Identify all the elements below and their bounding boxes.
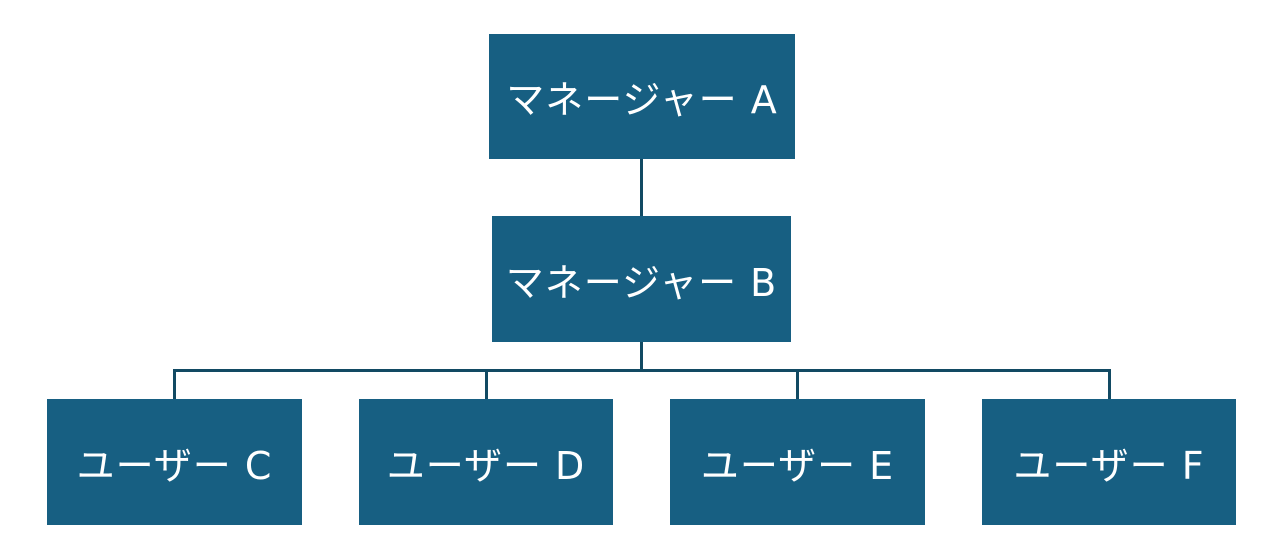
connector-branch-to-user-e <box>796 369 799 399</box>
node-label: ユーザー C <box>76 443 273 488</box>
connector-branch-to-user-d <box>485 369 488 399</box>
connector-manager-a-to-manager-b <box>640 159 643 216</box>
node-manager-a[interactable]: マネージャー A <box>489 34 795 159</box>
node-user-d[interactable]: ユーザー D <box>359 399 613 525</box>
node-manager-b[interactable]: マネージャー B <box>492 216 791 342</box>
node-label: ユーザー E <box>700 443 895 488</box>
node-label: マネージャー B <box>505 260 778 305</box>
connector-branch-horizontal <box>173 369 1111 372</box>
connector-manager-b-to-branch <box>640 342 643 371</box>
connector-branch-to-user-f <box>1108 369 1111 399</box>
node-label: ユーザー F <box>1013 443 1205 488</box>
node-user-e[interactable]: ユーザー E <box>670 399 925 525</box>
node-user-f[interactable]: ユーザー F <box>982 399 1236 525</box>
node-label: ユーザー D <box>386 443 586 488</box>
node-user-c[interactable]: ユーザー C <box>47 399 302 525</box>
connector-branch-to-user-c <box>173 369 176 399</box>
node-label: マネージャー A <box>506 78 778 122</box>
